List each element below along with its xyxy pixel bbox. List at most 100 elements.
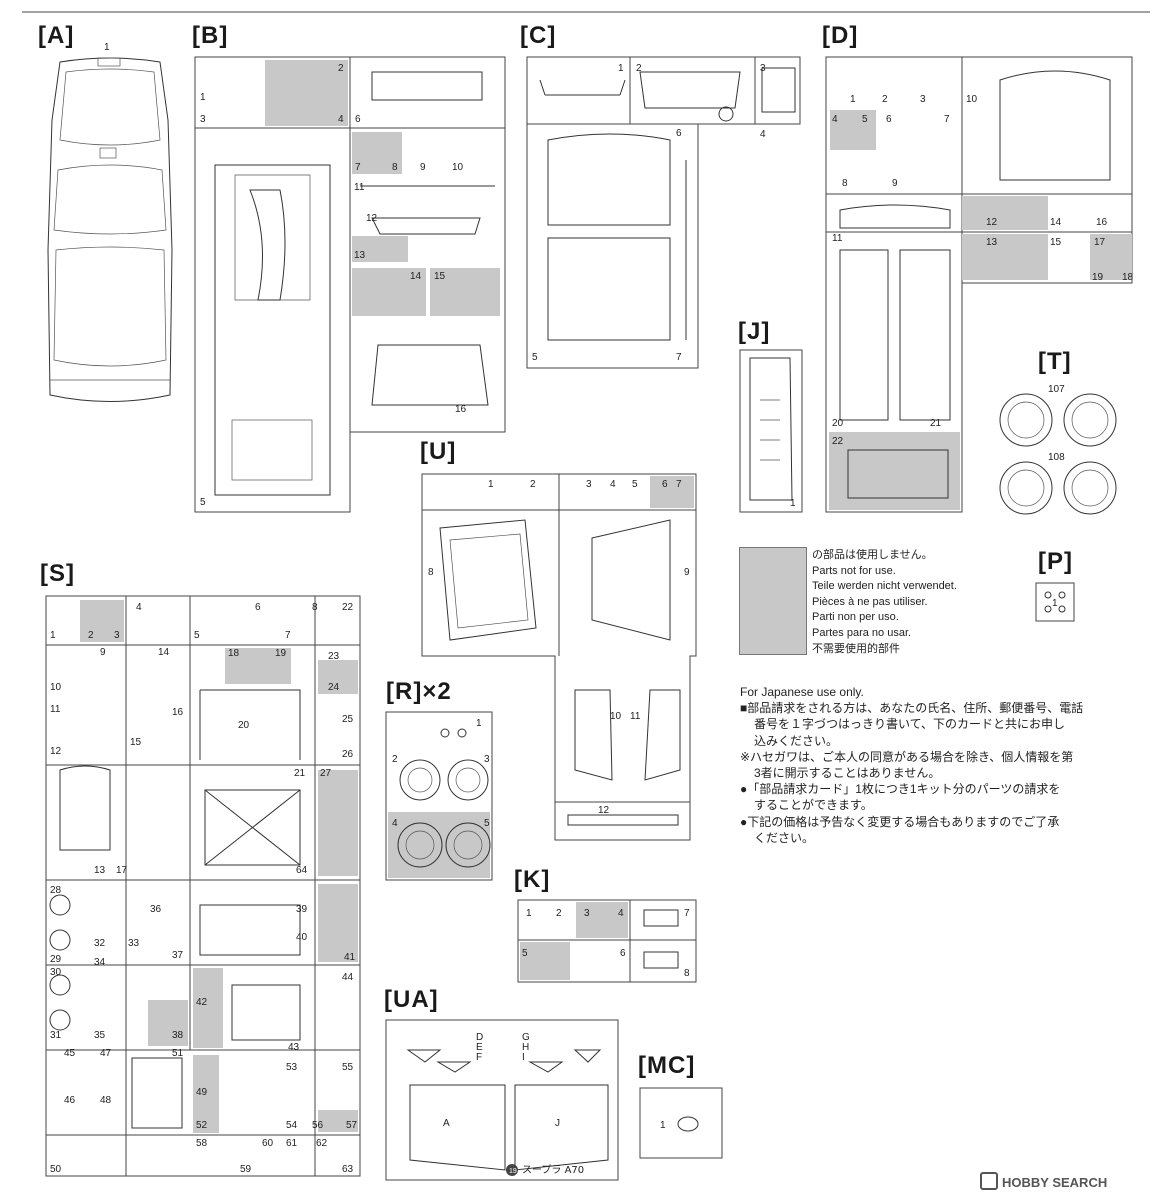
svg-text:27: 27 bbox=[320, 768, 332, 779]
svg-text:33: 33 bbox=[128, 938, 140, 949]
svg-text:45: 45 bbox=[64, 1048, 76, 1059]
svg-text:J: J bbox=[555, 1118, 560, 1129]
svg-text:43: 43 bbox=[288, 1042, 300, 1053]
japanese-note-line: することができます。 bbox=[754, 798, 873, 813]
japanese-note-line: ■部品請求をされる方は、あなたの氏名、住所、郵便番号、電話 bbox=[740, 701, 1084, 716]
svg-text:2: 2 bbox=[882, 94, 888, 105]
svg-text:E: E bbox=[476, 1042, 483, 1053]
svg-text:1: 1 bbox=[618, 63, 624, 74]
svg-text:6: 6 bbox=[255, 602, 261, 613]
svg-text:1: 1 bbox=[660, 1120, 666, 1131]
svg-text:G: G bbox=[522, 1032, 530, 1043]
svg-text:4: 4 bbox=[392, 818, 398, 829]
svg-text:2: 2 bbox=[88, 630, 94, 641]
svg-text:13: 13 bbox=[94, 865, 106, 876]
svg-text:108: 108 bbox=[1048, 452, 1065, 463]
svg-text:4: 4 bbox=[136, 602, 142, 613]
japanese-note-line: ●下記の価格は予告なく変更する場合もありますのでご了承 bbox=[740, 814, 1060, 829]
svg-text:1: 1 bbox=[476, 718, 482, 729]
svg-text:2: 2 bbox=[636, 63, 642, 74]
svg-text:56: 56 bbox=[312, 1120, 324, 1131]
svg-text:42: 42 bbox=[196, 997, 208, 1008]
svg-text:62: 62 bbox=[316, 1138, 328, 1149]
svg-text:6: 6 bbox=[886, 114, 892, 125]
svg-text:3: 3 bbox=[920, 94, 926, 105]
svg-text:8: 8 bbox=[428, 567, 434, 578]
svg-text:1: 1 bbox=[488, 479, 494, 490]
svg-text:4: 4 bbox=[610, 479, 616, 490]
svg-text:7: 7 bbox=[684, 908, 690, 919]
svg-text:1: 1 bbox=[526, 908, 532, 919]
svg-text:36: 36 bbox=[150, 904, 162, 915]
sprue-p-drawing: 1 bbox=[1035, 582, 1075, 622]
svg-text:57: 57 bbox=[346, 1120, 358, 1131]
svg-text:7: 7 bbox=[676, 479, 682, 490]
svg-text:14: 14 bbox=[1050, 217, 1062, 228]
svg-text:10: 10 bbox=[610, 711, 622, 722]
svg-text:19: 19 bbox=[275, 648, 287, 659]
svg-text:1: 1 bbox=[104, 42, 110, 53]
svg-text:10: 10 bbox=[966, 94, 978, 105]
legend-line: の部品は使用しません。 bbox=[812, 549, 933, 561]
sprue-label-a: [A] bbox=[38, 22, 75, 49]
svg-text:7: 7 bbox=[285, 630, 291, 641]
svg-text:10: 10 bbox=[50, 682, 62, 693]
svg-text:12: 12 bbox=[598, 805, 610, 816]
svg-text:30: 30 bbox=[50, 967, 62, 978]
svg-text:2: 2 bbox=[556, 908, 562, 919]
svg-text:8: 8 bbox=[312, 602, 318, 613]
svg-text:1: 1 bbox=[50, 630, 56, 641]
svg-text:6: 6 bbox=[620, 948, 626, 959]
svg-text:3: 3 bbox=[484, 754, 490, 765]
svg-text:I: I bbox=[522, 1052, 525, 1063]
svg-text:20: 20 bbox=[238, 720, 250, 731]
svg-text:64: 64 bbox=[296, 865, 308, 876]
svg-text:21: 21 bbox=[294, 768, 306, 779]
svg-text:11: 11 bbox=[354, 182, 365, 193]
svg-text:21: 21 bbox=[930, 418, 942, 429]
japanese-note-heading: For Japanese use only. bbox=[740, 685, 864, 699]
svg-text:17: 17 bbox=[1094, 237, 1106, 248]
svg-text:5: 5 bbox=[484, 818, 490, 829]
svg-text:61: 61 bbox=[286, 1138, 298, 1149]
japanese-note-line: 込みください。 bbox=[754, 733, 839, 748]
svg-text:13: 13 bbox=[986, 237, 998, 248]
svg-text:25: 25 bbox=[342, 714, 354, 725]
svg-text:2: 2 bbox=[338, 63, 344, 74]
svg-text:44: 44 bbox=[342, 972, 354, 983]
legend-line: Partes para no usar. bbox=[812, 626, 912, 639]
sprue-label-t: [T] bbox=[1038, 348, 1072, 375]
svg-text:1: 1 bbox=[1052, 598, 1058, 609]
sprue-label-k: [K] bbox=[514, 866, 551, 893]
svg-text:53: 53 bbox=[286, 1062, 298, 1073]
svg-text:18: 18 bbox=[228, 648, 240, 659]
svg-text:13: 13 bbox=[354, 250, 366, 261]
sprue-label-r: [R]×2 bbox=[386, 678, 452, 705]
svg-text:41: 41 bbox=[344, 952, 356, 963]
svg-text:29: 29 bbox=[50, 954, 62, 965]
svg-text:6: 6 bbox=[662, 479, 668, 490]
svg-text:5: 5 bbox=[194, 630, 200, 641]
svg-text:9: 9 bbox=[100, 647, 106, 658]
japanese-note-line: ください。 bbox=[754, 830, 815, 845]
ua-caption: スープラ A70 bbox=[522, 1164, 584, 1176]
svg-text:5: 5 bbox=[862, 114, 868, 125]
svg-text:6: 6 bbox=[355, 114, 361, 125]
japanese-note-line: 番号を１字づつはっきり書いて、下のカードと共にお申し bbox=[754, 717, 1066, 732]
svg-text:8: 8 bbox=[392, 162, 398, 173]
svg-text:H: H bbox=[522, 1042, 529, 1053]
not-used-legend: の部品は使用しません。 Parts not for use. Teile wer… bbox=[812, 548, 957, 657]
svg-text:63: 63 bbox=[342, 1164, 354, 1175]
not-used-swatch bbox=[739, 547, 807, 655]
sprue-label-p: [P] bbox=[1038, 548, 1073, 575]
svg-text:7: 7 bbox=[676, 352, 682, 363]
svg-text:8: 8 bbox=[684, 968, 690, 979]
svg-text:1: 1 bbox=[200, 92, 206, 103]
svg-text:11: 11 bbox=[630, 711, 641, 722]
svg-text:16: 16 bbox=[172, 707, 184, 718]
sprue-label-ua: [UA] bbox=[384, 986, 439, 1013]
svg-text:16: 16 bbox=[455, 404, 467, 415]
